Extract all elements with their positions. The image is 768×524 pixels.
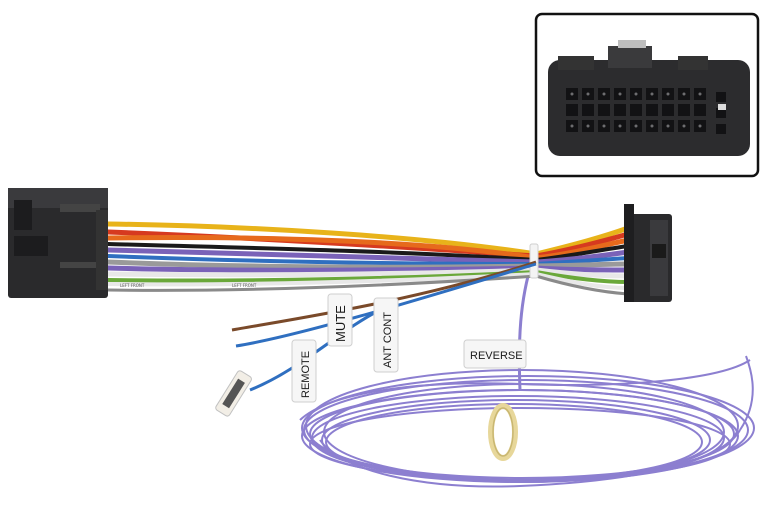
svg-text:REMOTE: REMOTE <box>300 351 312 398</box>
iso-connector-left <box>8 188 108 298</box>
connector-detail-inset <box>534 12 760 178</box>
remote-bullet-connector <box>215 370 252 417</box>
svg-text:MUTE: MUTE <box>333 305 348 342</box>
pin-grid <box>566 88 726 134</box>
wire-bundle <box>105 221 631 296</box>
label-ant-cont: ANT CONT <box>373 297 399 373</box>
label-mute: MUTE <box>327 293 353 347</box>
svg-text:LEFT FRONT: LEFT FRONT <box>232 283 257 288</box>
coiled-reverse-wire <box>299 355 755 488</box>
mute-lead-brown <box>231 260 537 332</box>
wire-print-text: LEFT FRONT LEFT FRONT <box>120 283 257 288</box>
label-remote: REMOTE <box>291 339 317 403</box>
remote-lead-blue <box>249 308 381 392</box>
svg-text:REVERSE: REVERSE <box>470 350 523 362</box>
twine-tie <box>488 403 518 461</box>
pin-contacts <box>570 92 702 128</box>
cable-tie <box>529 243 539 279</box>
head-unit-connector-right <box>624 204 672 302</box>
label-reverse: REVERSE <box>463 339 527 369</box>
ant-cont-lead-blue <box>235 262 537 348</box>
svg-text:ANT CONT: ANT CONT <box>382 312 394 368</box>
svg-text:LEFT FRONT: LEFT FRONT <box>120 283 145 288</box>
